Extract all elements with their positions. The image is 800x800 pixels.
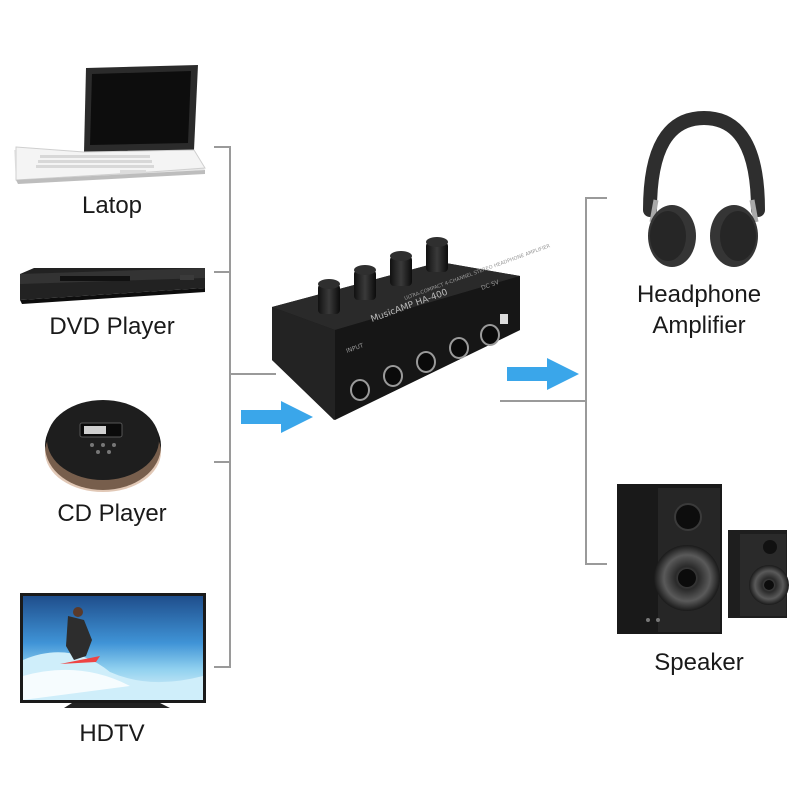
output-label-headphone-amplifier-line2: Amplifier: [652, 312, 746, 339]
source-label-laptop: Latop: [81, 192, 143, 219]
cd-player-icon: [45, 400, 161, 492]
outputs-bracket: [500, 197, 607, 565]
laptop-icon: [14, 65, 206, 184]
sources-bracket: [214, 146, 276, 668]
output-arrow-icon: [507, 358, 579, 390]
output-jacks: [350, 324, 500, 401]
output-label-headphone-amplifier-line1: Headphone: [636, 281, 762, 308]
dvd-player-icon: [20, 268, 205, 304]
input-arrow-icon: [241, 401, 313, 433]
output-label-speaker: Speaker: [654, 649, 744, 676]
volume-knobs: [318, 237, 448, 314]
source-label-hdtv: HDTV: [79, 720, 145, 747]
headphone-amplifier-device: MusicAMP HA-400 ULTRA-COMPACT 4-CHANNEL …: [272, 237, 552, 420]
source-label-dvd-player: DVD Player: [49, 313, 175, 340]
hdtv-icon: [20, 593, 206, 708]
speaker-icon: [617, 484, 789, 634]
source-label-cd-player: CD Player: [57, 500, 167, 527]
headphone-icon: [643, 110, 765, 267]
